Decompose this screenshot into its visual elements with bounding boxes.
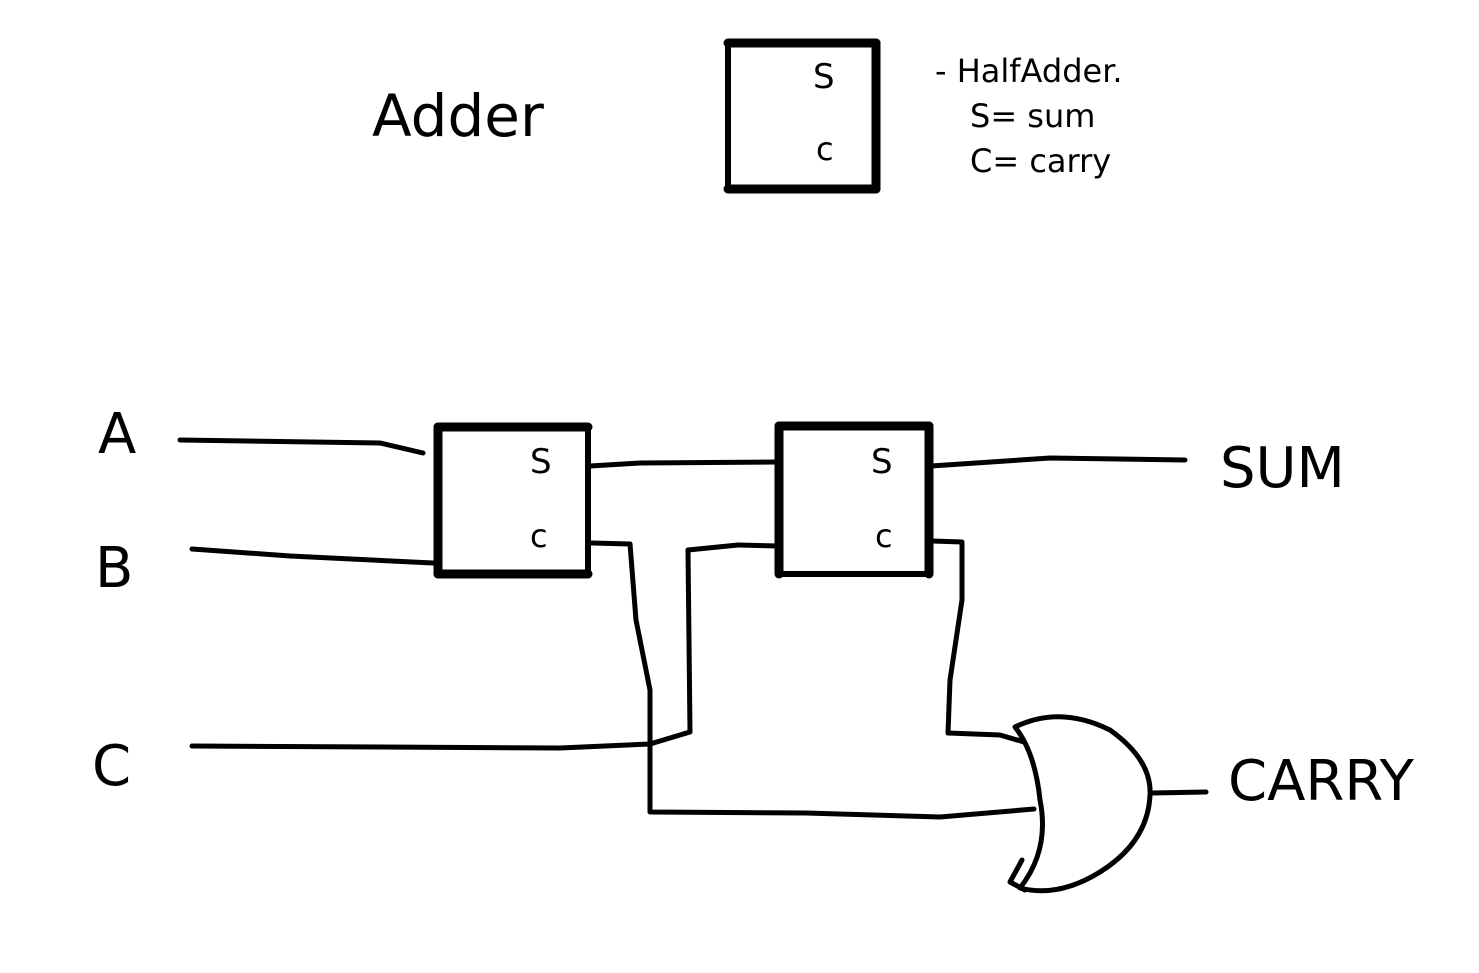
wire-input-c xyxy=(189,542,741,751)
input-label-c: C xyxy=(92,734,131,799)
wire-ha2-carry-to-or xyxy=(929,538,1027,745)
output-label-sum: SUM xyxy=(1220,436,1345,501)
output-label-carry: CARRY xyxy=(1228,749,1415,814)
legend-line-carry: C= carry xyxy=(970,142,1111,180)
half-adder-2-port-c: c xyxy=(875,517,893,555)
wire-ha1-sum-to-ha2 xyxy=(587,459,781,469)
legend-port-c-label: c xyxy=(816,130,834,168)
input-label-b: B xyxy=(95,536,133,601)
legend-half-adder-box: S c xyxy=(723,38,881,194)
half-adder-2-port-s: S xyxy=(871,442,893,482)
half-adder-1-port-c: c xyxy=(530,517,548,555)
half-adder-1: S c xyxy=(433,422,593,579)
wire-carry-output xyxy=(1149,789,1209,796)
legend-port-s-label: S xyxy=(813,57,835,97)
input-label-a: A xyxy=(98,402,136,467)
or-gate xyxy=(1012,714,1153,894)
wire-ha1-carry-to-or xyxy=(589,540,1037,820)
wire-sum-output xyxy=(928,455,1188,469)
legend-line-halfadder: - HalfAdder. xyxy=(935,52,1123,90)
half-adder-1-port-s: S xyxy=(530,442,552,482)
half-adder-2: S c xyxy=(774,421,934,579)
wire-c-into-ha2 xyxy=(735,542,781,549)
or-gate-tail xyxy=(1007,857,1028,893)
legend-line-sum: S= sum xyxy=(970,97,1095,135)
wire-input-b xyxy=(189,546,436,566)
diagram-title: Adder xyxy=(372,82,544,150)
wire-input-a xyxy=(177,437,426,456)
